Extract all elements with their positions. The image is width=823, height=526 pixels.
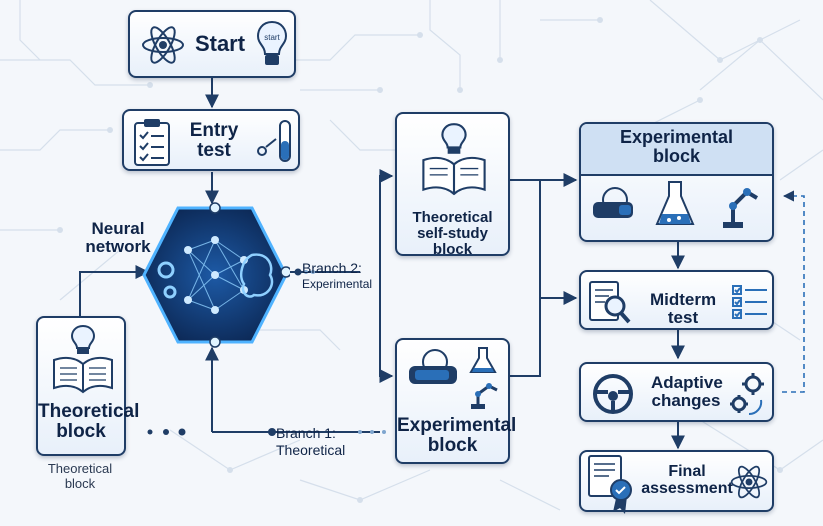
theoretical-block-left-label: Theoretical block (38, 401, 140, 442)
branch2-line1: Branch 2: (302, 260, 362, 276)
test-tube-icon (257, 120, 291, 162)
theoretical-block-left-line2: block (56, 420, 106, 442)
atom-icon (142, 26, 184, 64)
vr-headset-icon (593, 187, 633, 218)
theoretical-self-study-node: Theoretical self-study block (395, 112, 510, 257)
adaptive-changes-label: Adaptive changes (651, 373, 723, 410)
start-label: Start (194, 31, 246, 56)
theoretical-block-caption: Theoretical block (30, 461, 130, 492)
theoretical-caption-line1: Theoretical (47, 461, 113, 476)
experimental-bottom-line1: Experimental (397, 415, 517, 436)
theoretical-self-study-label: Theoretical self-study block (397, 210, 508, 257)
theoretical-self-study-line1: Theoretical (412, 209, 493, 226)
document-magnifier-icon (589, 281, 631, 324)
branch1-label: Branch 1: Theoretical (276, 425, 345, 459)
neural-network-hexagon (142, 202, 290, 348)
atom-icon (730, 465, 768, 499)
book-lightbulb-icon (53, 324, 113, 394)
vr-headset-icon (409, 349, 457, 384)
neural-network-label: Neural network (78, 220, 158, 256)
steering-wheel-icon (593, 374, 633, 414)
gear-icon (730, 373, 764, 416)
theoretical-block-left-line1: Theoretical (38, 401, 140, 422)
neural-network-line1: Neural (91, 219, 145, 238)
gear-icon (157, 261, 177, 299)
adaptive-line1: Adaptive (651, 373, 723, 392)
brain-icon (240, 253, 274, 298)
entry-test-node: Entry test (122, 109, 300, 171)
final-assessment-label: Final assessment (637, 463, 737, 498)
final-assessment-node: Final assessment (579, 450, 774, 514)
branch2-line2: Experimental (302, 276, 373, 291)
book-lightbulb-icon (422, 123, 486, 196)
entry-test-line2: test (197, 139, 231, 161)
adaptive-line2: changes (651, 390, 721, 410)
branch1-line2: Theoretical (276, 441, 346, 458)
flask-icon (655, 181, 695, 225)
certificate-ribbon-icon (588, 455, 632, 514)
checklist-icon (732, 285, 767, 319)
theoretical-self-study-line2: self-study block (417, 224, 488, 258)
experimental-block-top-label: Experimental block (581, 128, 772, 166)
midterm-test-label: Midterm test (649, 290, 717, 327)
clipboard-checklist-icon (134, 119, 170, 166)
branch1-line1: Branch 1: (276, 425, 336, 441)
start-bulb-text: start (264, 33, 280, 42)
experimental-top-line1: Experimental (619, 127, 734, 147)
neural-network-line2: network (85, 236, 151, 256)
flask-icon (469, 347, 497, 373)
midterm-test-node: Midterm test (579, 270, 774, 330)
robot-arm-icon (723, 188, 759, 228)
entry-test-line1: Entry (189, 120, 239, 141)
lightbulb-icon: start (256, 20, 288, 65)
final-line1: Final (668, 463, 706, 480)
robot-arm-icon (471, 383, 498, 409)
experimental-bottom-line2: block (427, 434, 478, 456)
theoretical-caption-line2: block (64, 475, 96, 491)
entry-test-label: Entry test (184, 121, 244, 161)
branch2-label: Branch 2: Experimental (302, 260, 372, 291)
final-line2: assessment (641, 479, 733, 497)
adaptive-changes-node: Adaptive changes (579, 362, 774, 422)
experimental-block-top-node: Experimental block (579, 122, 774, 242)
start-node: Start start (128, 10, 296, 78)
experimental-top-line2: block (652, 145, 700, 166)
theoretical-block-left-node: Theoretical block (36, 316, 140, 456)
experimental-block-bottom-node: Experimental block (395, 338, 517, 464)
experimental-block-header (581, 124, 772, 176)
experimental-block-bottom-label: Experimental block (397, 415, 517, 456)
